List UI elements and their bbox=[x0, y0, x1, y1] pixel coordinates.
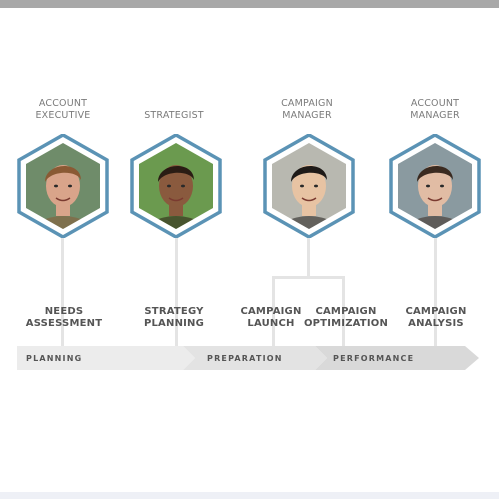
stage-label-performance: PERFORMANCE bbox=[333, 354, 415, 363]
connector-line-account-manager bbox=[434, 238, 437, 346]
role-label-strategist: STRATEGIST bbox=[144, 110, 204, 121]
connector-line-campaign-manager-stem bbox=[307, 238, 310, 278]
task-campaign-launch: CAMPAIGN LAUNCH bbox=[240, 306, 302, 329]
stage-arrow-performance bbox=[315, 346, 479, 370]
role-label-campaign-manager: CAMPAIGN MANAGER bbox=[281, 98, 333, 121]
task-strategy-planning: STRATEGY PLANNING bbox=[143, 306, 205, 329]
task-campaign-analysis: CAMPAIGN ANALYSIS bbox=[405, 306, 467, 329]
portrait-campaign-manager bbox=[263, 134, 355, 238]
stage-arrow-preparation bbox=[183, 346, 327, 370]
bottom-bar bbox=[0, 492, 499, 499]
stage-label-planning: PLANNING bbox=[26, 354, 83, 363]
connector-line-campaign-optimization bbox=[342, 276, 345, 346]
role-label-account-manager: ACCOUNT MANAGER bbox=[410, 98, 460, 121]
connector-line-campaign-launch bbox=[272, 276, 275, 346]
connector-line-campaign-manager-branch bbox=[272, 276, 345, 279]
stage-label-preparation: PREPARATION bbox=[207, 354, 283, 363]
top-bar bbox=[0, 0, 499, 8]
task-needs-assessment: NEEDS ASSESSMENT bbox=[25, 306, 103, 329]
stage-arrow bbox=[17, 346, 479, 370]
connector-line-account-executive bbox=[61, 238, 64, 346]
stage-arrow-planning bbox=[17, 346, 195, 370]
connector-line-strategist bbox=[175, 238, 178, 346]
role-label-account-executive: ACCOUNT EXECUTIVE bbox=[35, 98, 91, 121]
task-campaign-optimization: CAMPAIGN OPTIMIZATION bbox=[303, 306, 389, 329]
portrait-account-executive bbox=[17, 134, 109, 238]
portrait-strategist bbox=[130, 134, 222, 238]
portrait-account-manager bbox=[389, 134, 481, 238]
